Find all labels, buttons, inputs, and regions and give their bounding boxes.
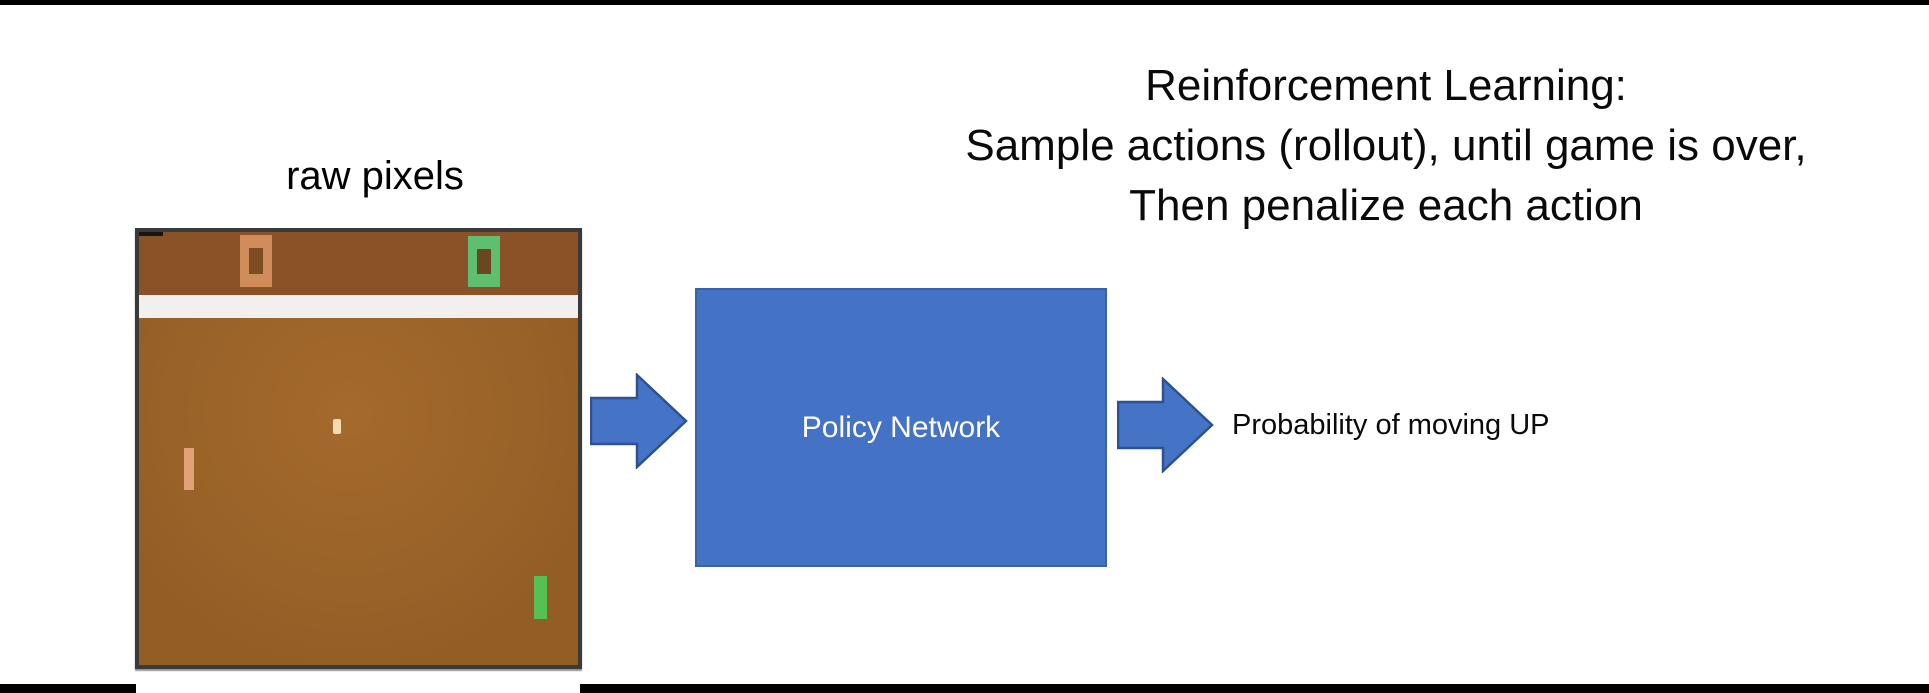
pong-left-paddle [184, 448, 194, 490]
probability-output-label: Probability of moving UP [1232, 409, 1550, 441]
top-black-bar [0, 0, 1929, 5]
pong-game-screenshot [135, 228, 582, 669]
bottom-black-bar-right [580, 684, 1929, 693]
policy-network-label: Policy Network [801, 410, 1001, 444]
pong-corner-mark [139, 232, 163, 236]
bottom-black-bar-left [0, 684, 136, 693]
title-line-1: Reinforcement Learning: [1145, 61, 1627, 110]
slide-title: Reinforcement Learning: Sample actions (… [845, 56, 1927, 236]
raw-pixels-label: raw pixels [286, 154, 464, 198]
input-arrow-icon [590, 373, 688, 469]
left-score-digit-0 [240, 235, 272, 287]
pong-white-band [139, 295, 578, 318]
pong-ball [333, 419, 341, 434]
output-arrow-icon [1117, 377, 1214, 473]
title-line-2: Sample actions (rollout), until game is … [965, 121, 1807, 170]
policy-network-box: Policy Network [695, 288, 1107, 567]
pong-right-paddle [534, 576, 547, 619]
right-score-digit-0 [468, 236, 500, 287]
pong-score-area [139, 232, 578, 295]
title-line-3: Then penalize each action [1129, 181, 1643, 230]
